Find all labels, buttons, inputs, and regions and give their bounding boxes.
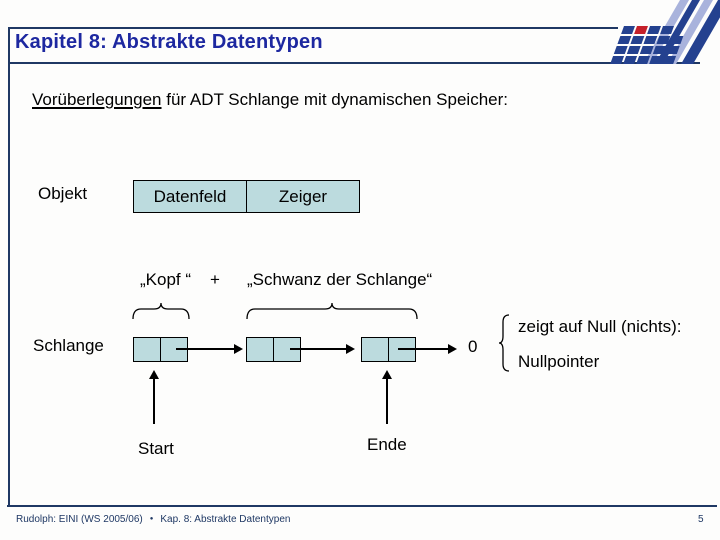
datenfeld-box: Datenfeld — [133, 180, 247, 213]
footer-rule — [7, 505, 717, 507]
logo-tile — [649, 56, 664, 64]
logo-red-tile — [634, 26, 648, 34]
schlange-label: Schlange — [33, 336, 104, 355]
left-border-line — [8, 27, 10, 506]
schwanz-label: „Schwanz der Schlange“ — [247, 270, 433, 289]
kopf-label: „Kopf “ — [140, 270, 192, 289]
pointer-arrow-head-icon — [346, 344, 355, 354]
logo-tile — [623, 56, 638, 64]
overbrace-schwanz-icon — [246, 302, 418, 320]
footer-text: Rudolph: EINI (WS 2005/06) ● Kap. 8: Abstr… — [16, 514, 290, 525]
logo-tile — [621, 26, 635, 34]
footer-author: Rudolph: EINI (WS 2005/06) — [16, 514, 143, 525]
null-value-label: 0 — [468, 337, 478, 356]
university-logo-icon — [610, 0, 720, 72]
logo-tile — [636, 56, 651, 64]
node-cell — [246, 337, 274, 362]
pointer-arrow-line — [398, 348, 448, 350]
node-cell — [361, 337, 389, 362]
pointer-arrow-line — [290, 348, 346, 350]
pointer-arrow-line — [176, 348, 234, 350]
datenfeld-box-label: Datenfeld — [153, 186, 227, 206]
list-node — [133, 337, 188, 362]
null-note-line1: zeigt auf Null (nichts): — [518, 317, 682, 336]
footer-bullet-icon: ● — [149, 516, 154, 522]
list-node — [246, 337, 301, 362]
zeiger-box-label: Zeiger — [278, 186, 328, 206]
overbrace-kopf-icon — [132, 302, 190, 320]
zeiger-box: Zeiger — [246, 180, 360, 213]
start-arrow-head-icon — [149, 370, 159, 379]
logo-tile — [630, 36, 645, 44]
logo-tile — [613, 46, 628, 54]
page-title: Kapitel 8: Abstrakte Datentypen — [15, 31, 323, 53]
footer-chapter: Kap. 8: Abstrakte Datentypen — [160, 514, 291, 525]
intro-text: Vorüberlegungen für ADT Schlange mit dyn… — [32, 90, 508, 110]
logo-tile — [610, 56, 625, 64]
pointer-arrow-head-icon — [448, 344, 457, 354]
ende-arrow-line — [386, 378, 388, 424]
intro-rest: für ADT Schlange mit dynamischen Speiche… — [161, 90, 508, 109]
ende-arrow-head-icon — [382, 370, 392, 379]
logo-tile — [643, 36, 658, 44]
ende-label: Ende — [367, 435, 407, 454]
objekt-label: Objekt — [38, 184, 88, 203]
logo-tile — [652, 46, 667, 54]
logo-tile — [626, 46, 641, 54]
logo-tile — [660, 26, 674, 34]
underlined-term: Vorüberlegungen — [32, 90, 162, 109]
logo-tile — [639, 46, 654, 54]
pointer-arrow-head-icon — [234, 344, 243, 354]
header-rule-top — [8, 27, 618, 29]
logo-tile — [656, 36, 671, 44]
logo-tile — [617, 36, 632, 44]
page-number: 5 — [698, 514, 704, 525]
start-arrow-line — [153, 378, 155, 424]
node-cell — [133, 337, 161, 362]
plus-sign: + — [210, 270, 220, 289]
start-label: Start — [138, 439, 174, 458]
null-note-line2: Nullpointer — [518, 352, 600, 371]
left-curly-brace-icon — [498, 314, 512, 377]
header-rule-bottom — [8, 62, 700, 64]
logo-tile — [647, 26, 661, 34]
